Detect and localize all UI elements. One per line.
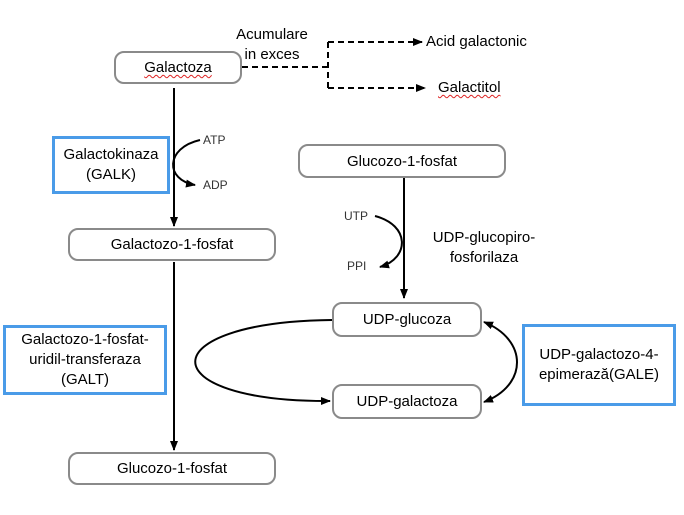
enzyme-gale: UDP-galactozo-4- epimerază(GALE) bbox=[522, 324, 676, 406]
cofactor-adp: ADP bbox=[203, 178, 228, 192]
node-udp-galactoza: UDP-galactoza bbox=[332, 384, 482, 419]
atp-adp-curve bbox=[172, 139, 201, 188]
node-galactoza-label: Galactoza bbox=[144, 59, 212, 76]
node-glucozo-1-fosfat-left: Glucozo-1-fosfat bbox=[68, 452, 276, 485]
cofactor-utp: UTP bbox=[344, 209, 368, 223]
galt-loop-arrow bbox=[194, 319, 333, 406]
cofactor-ppi: PPI bbox=[347, 259, 367, 273]
gale-double-arrow bbox=[483, 321, 518, 403]
enzyme-galk: Galactokinaza (GALK) bbox=[52, 136, 170, 194]
node-galactozo-1-fosfat-label: Galactozo-1-fosfat bbox=[110, 236, 234, 253]
label-udp-glucopirofosforilaza: UDP-glucopiro- fosforilaza bbox=[432, 229, 536, 266]
enzyme-galt: Galactozo-1-fosfat- uridil-transferaza (… bbox=[3, 325, 167, 395]
acid-galactonic-label: Acid galactonic bbox=[426, 33, 527, 50]
node-glucozo-1-fosfat-left-label: Glucozo-1-fosfat bbox=[116, 460, 228, 477]
node-galactozo-1-fosfat: Galactozo-1-fosfat bbox=[68, 228, 276, 261]
label-accumulation: Acumulare in exces bbox=[236, 26, 308, 63]
utp-ppi-curve bbox=[374, 215, 403, 269]
node-glucozo-1-fosfat-right: Glucozo-1-fosfat bbox=[298, 144, 506, 178]
accumulation-dashed-arrows bbox=[242, 38, 426, 92]
node-glucozo-1-fosfat-right-label: Glucozo-1-fosfat bbox=[346, 152, 458, 170]
node-udp-galactoza-label: UDP-galactoza bbox=[356, 393, 458, 410]
node-acid-galactonic: Acid galactonic bbox=[426, 32, 527, 52]
galactitol-label: Galactitol bbox=[438, 79, 501, 96]
node-galactitol: Galactitol bbox=[438, 78, 501, 98]
cofactor-atp: ATP bbox=[203, 133, 226, 147]
node-galactoza: Galactoza bbox=[114, 51, 242, 84]
node-udp-glucoza-label: UDP-glucoza bbox=[362, 311, 452, 328]
node-udp-glucoza: UDP-glucoza bbox=[332, 302, 482, 337]
